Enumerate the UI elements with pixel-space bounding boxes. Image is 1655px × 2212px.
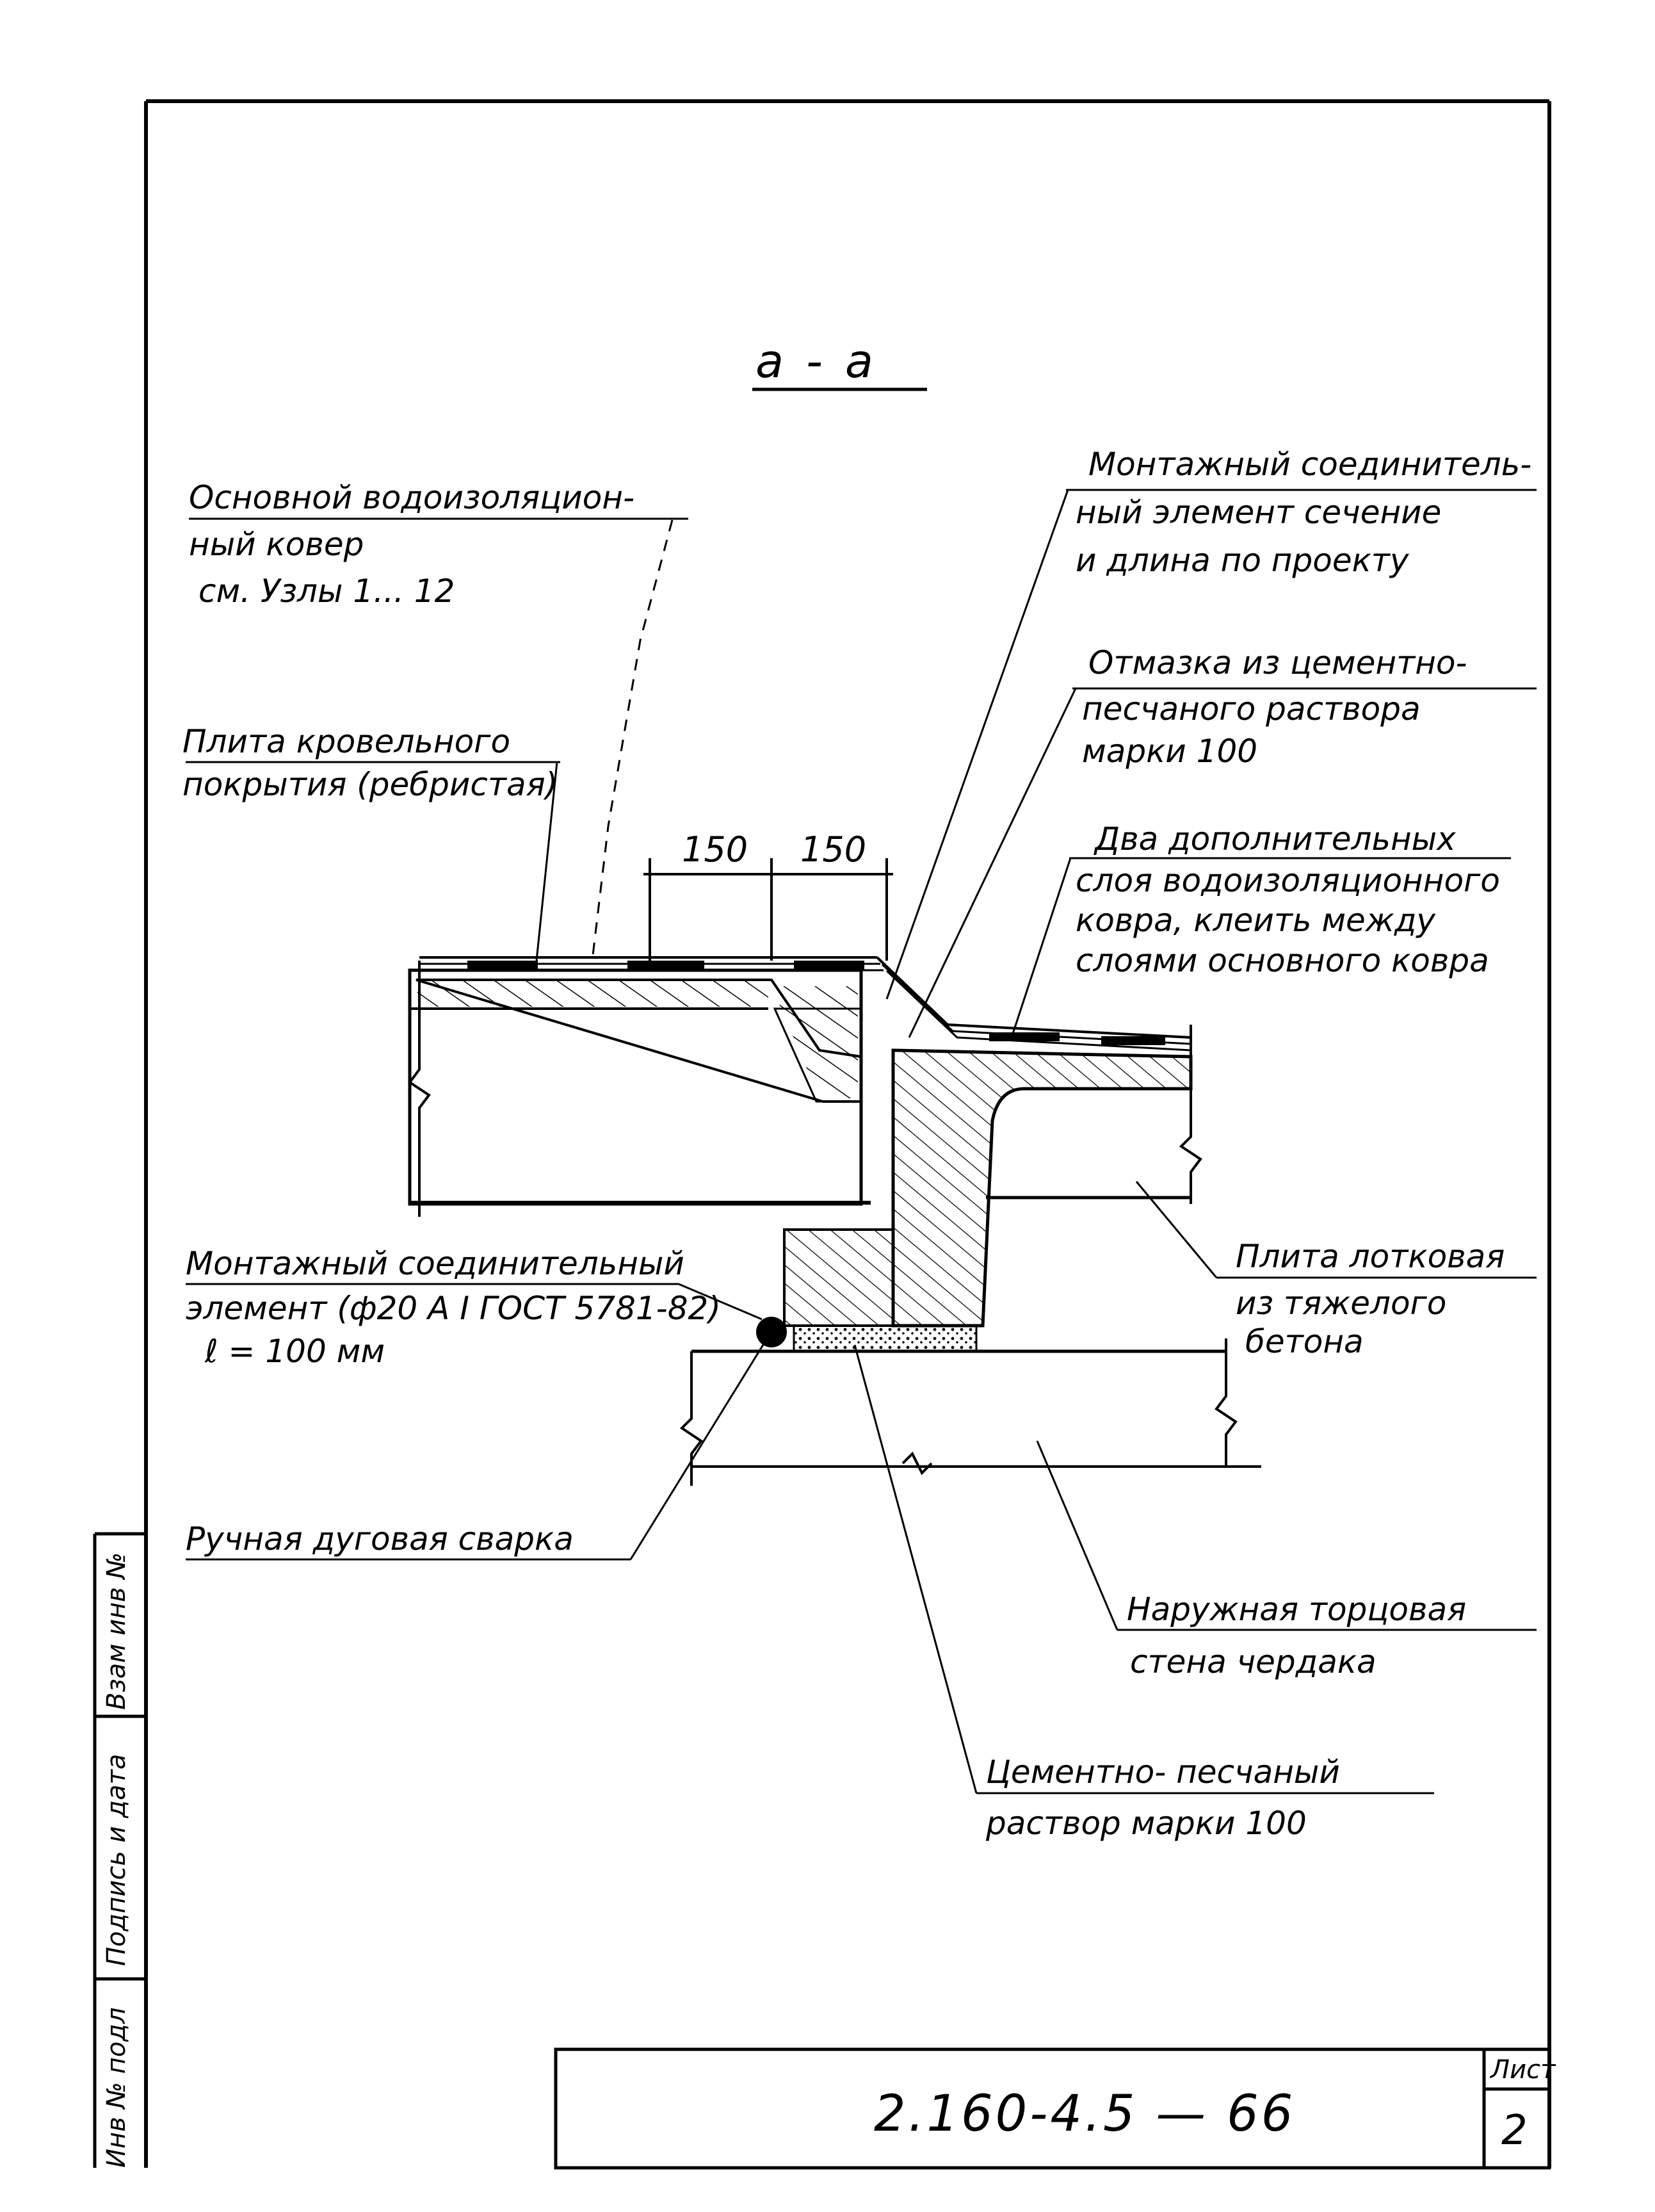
- callout-line: Наружная торцовая: [1127, 1591, 1467, 1628]
- callout-line: Плита лотковая: [1236, 1238, 1505, 1275]
- sheet-label: Лист: [1490, 2055, 1556, 2085]
- roof-slab: [408, 968, 871, 1206]
- callout-line: Монтажный соединитель-: [1088, 446, 1532, 483]
- callout-line: ный элемент сечение: [1076, 494, 1442, 531]
- callout-line: Основной водоизоляцион-: [189, 479, 635, 516]
- dimension-lines: [643, 858, 893, 961]
- stamp-inventory-label: Инв № подл: [102, 2007, 131, 2168]
- dimension-label: 150: [682, 829, 748, 870]
- tray-slab: [891, 1048, 1193, 1328]
- callout-line: бетона: [1245, 1323, 1364, 1360]
- weld-point: [746, 1317, 797, 1353]
- callout-line: и длина по проекту: [1076, 542, 1409, 579]
- callout-line: элемент (ф20 А I ГОСТ 5781-82): [186, 1290, 721, 1327]
- section-title: a - a: [755, 334, 877, 388]
- title-block: [554, 2047, 1551, 2170]
- stamp-signature-label: Подпись и дата: [102, 1753, 131, 1966]
- callout-line: ный ковер: [189, 526, 364, 563]
- stamp-column: [93, 1532, 146, 2168]
- callout-line: см. Узлы 1... 12: [198, 573, 455, 610]
- callout-line: марки 100: [1082, 733, 1258, 770]
- callout-line: песчаного раствора: [1082, 690, 1421, 728]
- callout-line: Цементно- песчаный: [986, 1753, 1340, 1791]
- callout-line: Ручная дуговая сварка: [186, 1520, 574, 1557]
- callout-line: ℓ = 100 мм: [205, 1333, 385, 1370]
- callout-line: из тяжелого: [1236, 1285, 1447, 1322]
- callout-line: ковра, клеить между: [1076, 902, 1436, 939]
- waterproofing-carpet: [419, 956, 1191, 1052]
- sheet-number: 2: [1501, 2107, 1528, 2154]
- callout-line: Два дополнительных: [1095, 820, 1456, 858]
- mortar-bed: [793, 1324, 978, 1353]
- sheet-frame: [144, 99, 1551, 2168]
- document-number: 2.160-4.5 — 66: [874, 2085, 1296, 2143]
- callout-line: стена чердака: [1130, 1643, 1376, 1680]
- leader-lines: [186, 489, 1537, 1794]
- callout-line: слоями основного ковра: [1076, 942, 1489, 979]
- callout-line: Монтажный соединительный: [186, 1245, 684, 1282]
- stamp-replace-label: Взам инв №: [102, 1552, 131, 1710]
- callout-line: слоя водоизоляционного: [1076, 862, 1500, 899]
- callout-line: покрытия (ребристая): [182, 766, 558, 803]
- callout-line: раствор марки 100: [986, 1805, 1307, 1842]
- break-lines: [408, 961, 1238, 1486]
- callout-line: Плита кровельного: [182, 723, 511, 760]
- dimension-label: 150: [800, 829, 867, 870]
- callout-line: Отмазка из цементно-: [1088, 644, 1467, 681]
